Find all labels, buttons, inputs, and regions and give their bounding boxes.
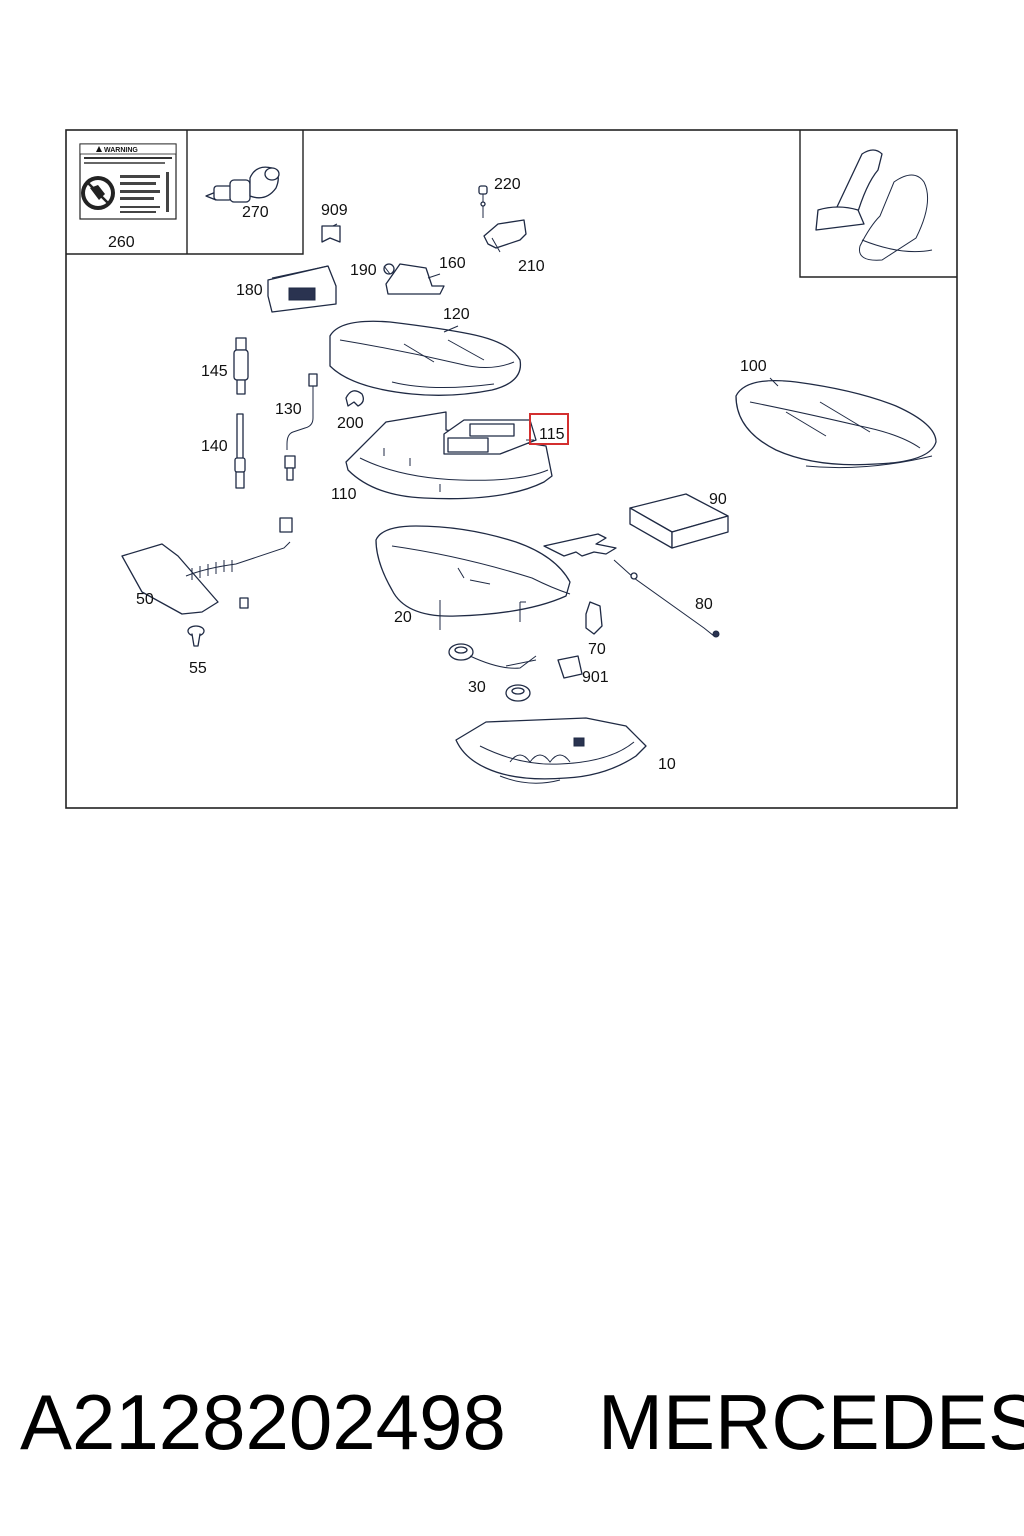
bracket-160-part: [385, 263, 445, 295]
cover-50-part: [121, 517, 293, 615]
foam-cushion-20-part: [375, 525, 571, 630]
tube-145-part: [233, 337, 249, 395]
callout-110: 110: [331, 486, 357, 503]
callout-260: 260: [108, 234, 135, 251]
callout-180: 180: [236, 282, 263, 299]
seat-location-drawing: [815, 149, 933, 261]
clip-70-part: [585, 601, 603, 635]
seat-mat-110-part: [345, 411, 553, 500]
tag-909-part: [321, 225, 341, 243]
block-90-part: [629, 493, 729, 549]
highlighted-callout-box: [529, 413, 569, 445]
callout-909: 909: [321, 202, 348, 219]
bracket-210-part: [483, 219, 527, 249]
seat-frame-10-part: [455, 717, 647, 784]
adapter-part: [205, 166, 280, 203]
tube-140-part: [234, 413, 246, 489]
cushion-cover-120-part: [329, 320, 522, 396]
callout-210: 210: [518, 258, 545, 275]
clip-200-part: [345, 390, 364, 407]
callout-145: 145: [201, 363, 228, 380]
seat-location-inset: [799, 130, 957, 278]
callout-130: 130: [275, 401, 302, 418]
callout-190: 190: [350, 262, 377, 279]
hose-130-part: [284, 373, 318, 481]
backrest-cushion-100-part: [735, 379, 937, 469]
tag-901-part: [557, 655, 583, 679]
rivet-55-part: [187, 625, 205, 647]
callout-70: 70: [588, 641, 606, 658]
callout-200: 200: [337, 415, 364, 432]
brand-name: MERCEDES: [598, 1378, 1024, 1466]
warning-label-part: WARNING: [79, 143, 177, 220]
callout-30: 30: [468, 679, 486, 696]
callout-140: 140: [201, 438, 228, 455]
callout-50: 50: [136, 591, 154, 608]
callout-80: 80: [695, 596, 713, 613]
callout-20: 20: [394, 609, 412, 626]
callout-901: 901: [582, 669, 609, 686]
inset-boxes: [66, 130, 304, 255]
callout-100: 100: [740, 358, 767, 375]
panel-180-part: [267, 265, 337, 313]
harness-80-part: [543, 533, 720, 638]
screw-190-part: [383, 263, 395, 275]
callout-160: 160: [439, 255, 466, 272]
callout-115: 115: [539, 426, 565, 443]
callout-120: 120: [443, 306, 470, 323]
grommet-30-part: [448, 643, 537, 702]
callout-270: 270: [242, 204, 269, 221]
callout-90: 90: [709, 491, 727, 508]
caption: A2128202498 MERCEDES: [0, 1372, 1024, 1472]
callout-55: 55: [189, 660, 207, 677]
warning-label-title: WARNING: [104, 147, 138, 154]
screw-220-part: [478, 185, 488, 218]
parts-diagram: WARNING: [65, 129, 958, 809]
callout-10: 10: [658, 756, 676, 773]
diagram-frame: [65, 129, 958, 809]
callout-220: 220: [494, 176, 521, 193]
sensor-mat-115-part: [443, 419, 537, 455]
part-number: A2128202498: [20, 1378, 506, 1466]
